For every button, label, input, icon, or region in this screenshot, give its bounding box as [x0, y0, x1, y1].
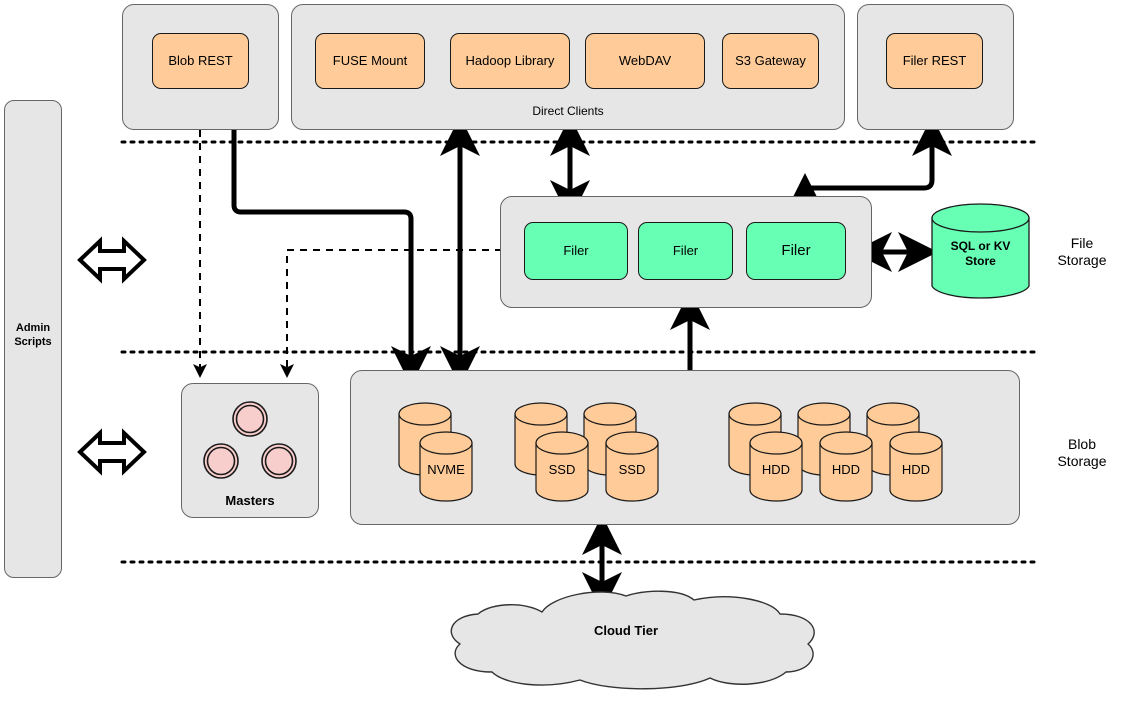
masters-label: Masters — [225, 493, 275, 508]
admin-arrow-blob — [77, 428, 147, 476]
cloud-tier-label: Cloud Tier — [593, 623, 659, 638]
file-storage-tier-line2: Storage — [1057, 251, 1107, 268]
client-node-fuse-mount[interactable]: FUSE Mount — [315, 33, 425, 89]
ssd-disk-front-2 — [605, 431, 659, 502]
admin-scripts-label: Admin Scripts — [4, 322, 62, 350]
admin-scripts-label-line1: Admin — [15, 322, 51, 334]
disk-group-ssd: SSD SSD — [514, 402, 659, 502]
admin-scripts-panel[interactable] — [4, 100, 62, 578]
filer-node-2[interactable]: Filer — [638, 222, 733, 280]
master-node-2 — [203, 443, 239, 479]
admin-scripts-label-line2: Scripts — [14, 335, 52, 348]
hdd-disk-front-3 — [889, 431, 943, 502]
sql-kv-store-line1: SQL or KV — [950, 239, 1011, 253]
client-node-hadoop-library[interactable]: Hadoop Library — [450, 33, 570, 89]
filer-node-3[interactable]: Filer — [746, 222, 846, 280]
blob-storage-tier-line2: Storage — [1057, 452, 1107, 469]
sql-kv-store-line2: Store — [965, 254, 996, 268]
client-node-s3-gateway[interactable]: S3 Gateway — [722, 33, 819, 89]
ssd-label-2: SSD — [619, 462, 646, 477]
blob-storage-tier-line1: Blob — [1067, 436, 1097, 452]
hdd-disk-front-1 — [749, 431, 803, 502]
disk-group-hdd: HDD HDD HDD — [728, 402, 943, 502]
admin-arrow-file — [77, 236, 147, 284]
file-storage-tier-line1: File — [1070, 235, 1094, 251]
sql-kv-store-label: SQL or KV Store — [931, 239, 1030, 269]
file-storage-tier-label: File Storage — [1046, 235, 1118, 269]
admin-bidirectional-arrows — [77, 236, 147, 476]
hdd-disk-front-2 — [819, 431, 873, 502]
blob-rest-node[interactable]: Blob REST — [152, 33, 249, 89]
client-node-webdav[interactable]: WebDAV — [585, 33, 705, 89]
filer-rest-node[interactable]: Filer REST — [886, 33, 983, 89]
sql-kv-store-cylinder[interactable]: SQL or KV Store — [931, 203, 1030, 301]
master-node-1 — [232, 401, 268, 437]
nvme-label: NVME — [427, 462, 465, 477]
hdd-label-3: HDD — [902, 462, 930, 477]
disk-group-nvme: NVME — [398, 402, 473, 502]
ssd-disk-front-1 — [535, 431, 589, 502]
cloud-tier-shape[interactable]: Cloud Tier — [430, 588, 822, 694]
direct-clients-caption: Direct Clients — [532, 104, 604, 118]
link-filerrest-filers — [785, 116, 952, 213]
hdd-label-1: HDD — [762, 462, 790, 477]
filer-node-1[interactable]: Filer — [524, 222, 628, 280]
blob-storage-tier-label: Blob Storage — [1046, 436, 1118, 470]
link-blobrest-volumes — [231, 130, 431, 386]
master-node-3 — [261, 443, 297, 479]
masters-nodes — [203, 401, 297, 479]
ssd-label-1: SSD — [549, 462, 576, 477]
nvme-disk-front — [419, 431, 473, 502]
hdd-label-2: HDD — [832, 462, 860, 477]
